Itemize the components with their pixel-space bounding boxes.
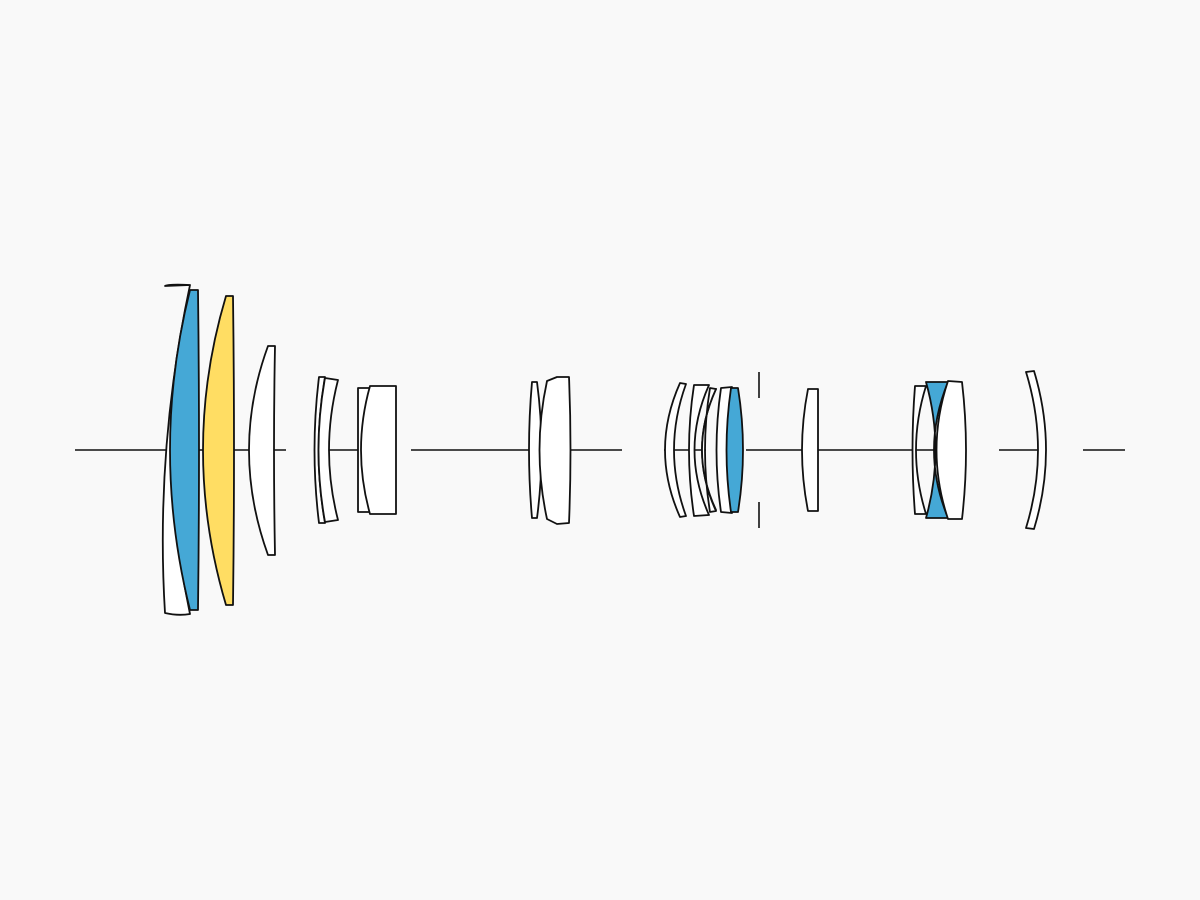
lens-element	[935, 380, 967, 520]
lens-element	[1025, 370, 1047, 530]
lens-element-special	[169, 289, 200, 611]
lens-element-special	[202, 295, 235, 606]
lens-element	[664, 382, 687, 518]
lens-element	[248, 345, 276, 556]
lens-element	[528, 381, 543, 519]
lens-element	[688, 384, 710, 517]
lens-elements	[161, 283, 1047, 616]
lens-element	[538, 376, 572, 525]
lens-element-special	[725, 387, 744, 513]
lens-element	[317, 377, 339, 523]
lens-element	[360, 385, 397, 515]
lens-element	[801, 388, 819, 512]
lens-element	[701, 387, 717, 513]
lens-element	[911, 385, 927, 515]
